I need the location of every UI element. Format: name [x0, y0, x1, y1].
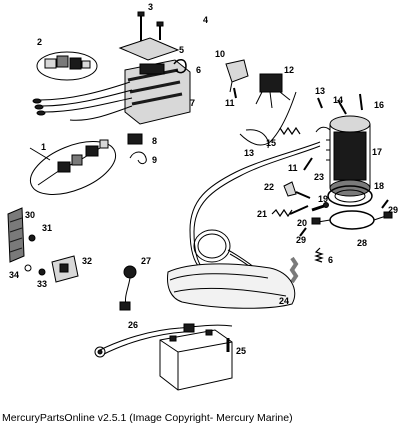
callout-21: 21	[257, 209, 267, 219]
bolt-11-top	[233, 87, 237, 99]
callout-1: 1	[41, 142, 46, 152]
screw-29-left	[299, 227, 307, 237]
spring-6-lower	[314, 247, 324, 263]
bracket-28	[311, 210, 393, 230]
callout-28: 28	[357, 238, 367, 248]
wire-starter-lead	[239, 91, 297, 146]
collar-18	[327, 185, 373, 207]
callout-29: 29	[296, 235, 306, 245]
part-9	[129, 151, 147, 165]
callout-23: 23	[314, 172, 324, 182]
callout-18: 18	[374, 181, 384, 191]
callout-3: 3	[148, 2, 153, 12]
callout-labels: 1 2 3 4 5 6 6 7 8 9 10 11 11 12 13 13 14…	[9, 2, 398, 356]
clip-6-top	[173, 59, 187, 74]
screw-29-right	[381, 199, 389, 209]
bolt-11-mid	[303, 157, 313, 171]
relay-kit-group	[36, 51, 98, 81]
solenoid-12	[255, 73, 291, 109]
callout-13b: 13	[244, 148, 254, 158]
callout-6: 6	[196, 65, 201, 75]
callout-30: 30	[25, 210, 35, 220]
callout-29b: 29	[388, 205, 398, 215]
bolt-3	[137, 11, 145, 42]
image-copyright-caption: MercuryPartsOnline v2.5.1 (Image Copyrig…	[2, 412, 293, 424]
callout-9: 9	[152, 155, 157, 165]
callout-31: 31	[42, 223, 52, 233]
harness-connector-group	[29, 139, 117, 195]
callout-22: 22	[264, 182, 274, 192]
bolt-20	[289, 205, 309, 215]
engine-cowl	[167, 263, 296, 309]
spring-15	[279, 126, 301, 136]
callout-7: 7	[190, 98, 195, 108]
battery	[159, 329, 233, 391]
spring-19-grey	[289, 256, 299, 284]
callout-14: 14	[333, 95, 343, 105]
callout-24: 24	[279, 296, 289, 306]
harness-26	[94, 323, 233, 358]
washer-34	[24, 264, 32, 272]
bolt-13-top	[317, 97, 323, 109]
callout-19: 19	[318, 194, 328, 204]
callout-11: 11	[225, 98, 235, 108]
wire-13	[245, 129, 269, 149]
part-8	[127, 133, 143, 145]
callout-27: 27	[141, 256, 151, 266]
bolt-23	[295, 191, 311, 199]
callout-10: 10	[215, 49, 225, 59]
bolt-16	[359, 93, 363, 111]
callout-34: 34	[9, 270, 19, 280]
bolt-4	[156, 21, 164, 40]
callout-2: 2	[37, 37, 42, 47]
callout-8: 8	[152, 136, 157, 146]
bracket-10	[225, 59, 249, 83]
callout-13: 13	[315, 86, 325, 96]
spring-21	[271, 208, 293, 218]
callout-11b: 11	[288, 163, 298, 173]
rectifier-box-7	[124, 59, 191, 125]
washer-19	[311, 204, 325, 212]
callout-25: 25	[236, 346, 246, 356]
parts-diagram: 1 2 3 4 5 6 6 7 8 9 10 11 11 12 13 13 14…	[7, 2, 398, 391]
callout-32: 32	[82, 256, 92, 266]
callout-5: 5	[179, 45, 184, 55]
callout-4: 4	[203, 15, 208, 25]
bracket-5	[118, 37, 180, 61]
wire-leads	[32, 81, 133, 121]
callout-17: 17	[372, 147, 382, 157]
callout-16: 16	[374, 100, 384, 110]
switch-27	[119, 265, 137, 311]
module-30	[7, 207, 25, 263]
callout-6b: 6	[328, 255, 333, 265]
callout-12: 12	[284, 65, 294, 75]
bolt-14	[337, 99, 347, 115]
boot-22	[283, 181, 297, 197]
nut-33	[38, 268, 46, 276]
callout-15: 15	[266, 138, 276, 148]
callout-33: 33	[37, 279, 47, 289]
callout-20: 20	[297, 218, 307, 228]
callout-26: 26	[128, 320, 138, 330]
starter-motor-17	[315, 115, 371, 197]
screw-31	[28, 234, 36, 242]
